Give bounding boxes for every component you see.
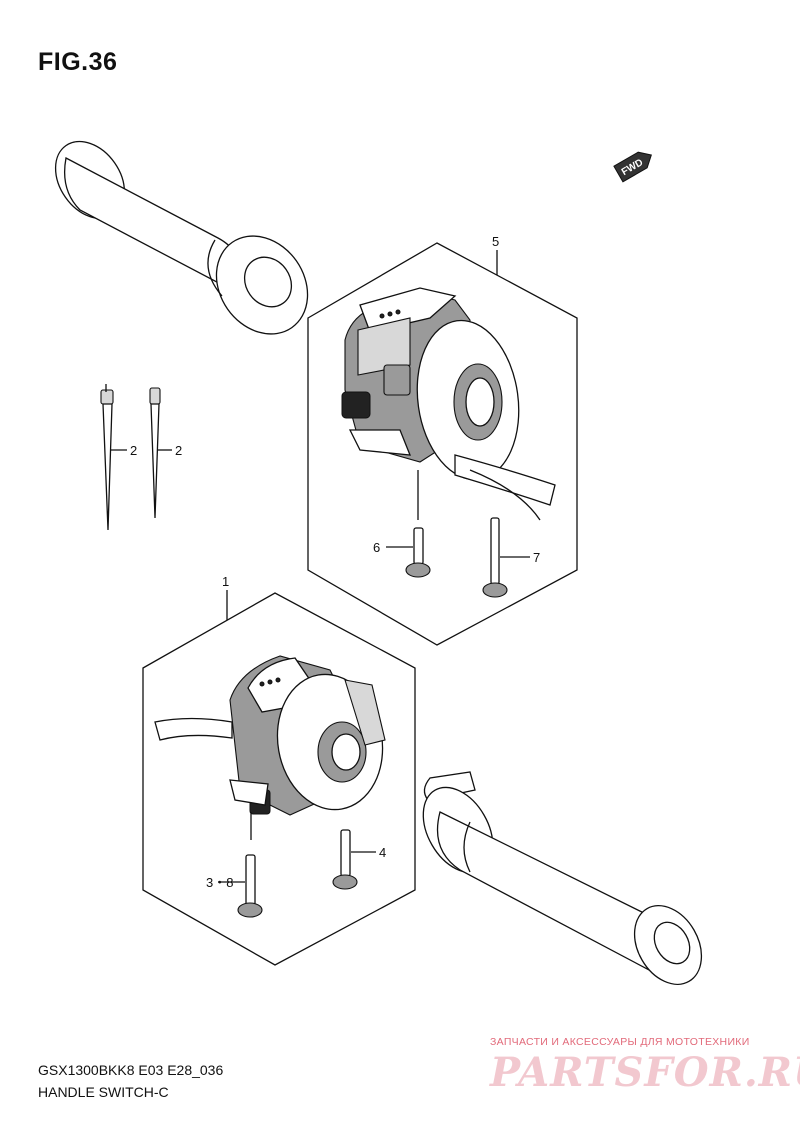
fwd-direction-badge: FWD <box>613 151 652 183</box>
screw-6 <box>405 527 431 578</box>
cable-tie-3-8 <box>149 387 161 519</box>
screw-7 <box>482 517 508 598</box>
callout-3-8: 2 <box>175 443 182 458</box>
figure-subtitle: HANDLE SWITCH-C <box>38 1084 169 1100</box>
figure-title: FIG.36 <box>38 48 118 76</box>
watermark-tagline: ЗАПЧАСТИ И АКСЕССУАРЫ ДЛЯ МОТОТЕХНИКИ <box>490 1036 750 1048</box>
left-handlebar-grip <box>54 140 309 335</box>
watermark-brand: PARTSFOR.RU <box>490 1049 800 1096</box>
cable-tie-4 <box>100 384 114 531</box>
left-handle-switch-housing <box>154 655 386 816</box>
screw-2-right <box>332 829 358 890</box>
assembly-frame-lower <box>142 592 416 966</box>
screw-2-left <box>237 854 263 918</box>
right-handle-switch-housing <box>341 287 556 521</box>
callout-4: 2 <box>130 443 137 458</box>
callout-2-right: 4 <box>379 845 386 860</box>
assembly-frame-upper <box>307 242 578 646</box>
callout-7: 7 <box>533 550 540 565</box>
callout-2-left: 3・8 <box>206 875 233 890</box>
callout-6: 6 <box>373 540 380 555</box>
callout-5: 5 <box>492 234 499 249</box>
throttle-grip <box>422 771 703 985</box>
callout-1: 1 <box>222 574 229 589</box>
model-code: GSX1300BKK8 E03 E28_036 <box>38 1062 224 1078</box>
